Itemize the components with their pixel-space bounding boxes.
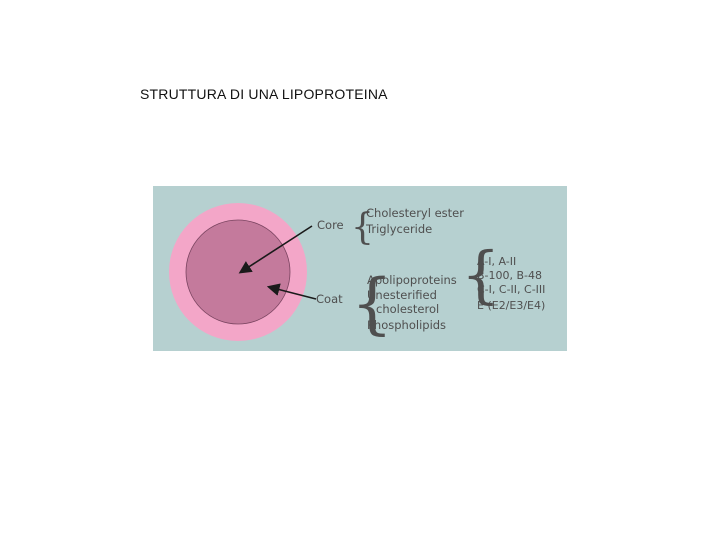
- page-title: STRUTTURA DI UNA LIPOPROTEINA: [140, 86, 388, 102]
- coat-arrow: [266, 283, 317, 300]
- coat-item-cholesterol: cholesterol: [376, 302, 439, 316]
- apolipoprotein-brace: {: [461, 238, 500, 311]
- coat-item-unesterified: Unesterified: [367, 288, 437, 302]
- apo-item-e: E (E2/E3/E4): [477, 299, 545, 312]
- coat-label: Coat: [316, 292, 343, 306]
- lipoprotein-diagram-svg: Core Coat { Cholesteryl ester Triglyceri…: [153, 186, 567, 351]
- core-brace: {: [351, 207, 374, 248]
- apo-item-c: C-I, C-II, C-III: [477, 283, 545, 296]
- coat-brace: {: [351, 265, 393, 342]
- coat-item-apolipoproteins: Apolipoproteins: [367, 273, 457, 287]
- coat-item-phospholipids: Phospholipids: [367, 318, 446, 332]
- lipoprotein-diagram: Core Coat { Cholesteryl ester Triglyceri…: [153, 186, 567, 351]
- core-region: [185, 219, 291, 325]
- core-label: Core: [317, 218, 344, 232]
- apo-item-a: A-I, A-II: [477, 255, 516, 268]
- core-arrow: [238, 225, 313, 274]
- core-item-2: Triglyceride: [365, 222, 432, 236]
- apo-item-b: B-100, B-48: [477, 269, 542, 282]
- core-item-1: Cholesteryl ester: [366, 206, 464, 220]
